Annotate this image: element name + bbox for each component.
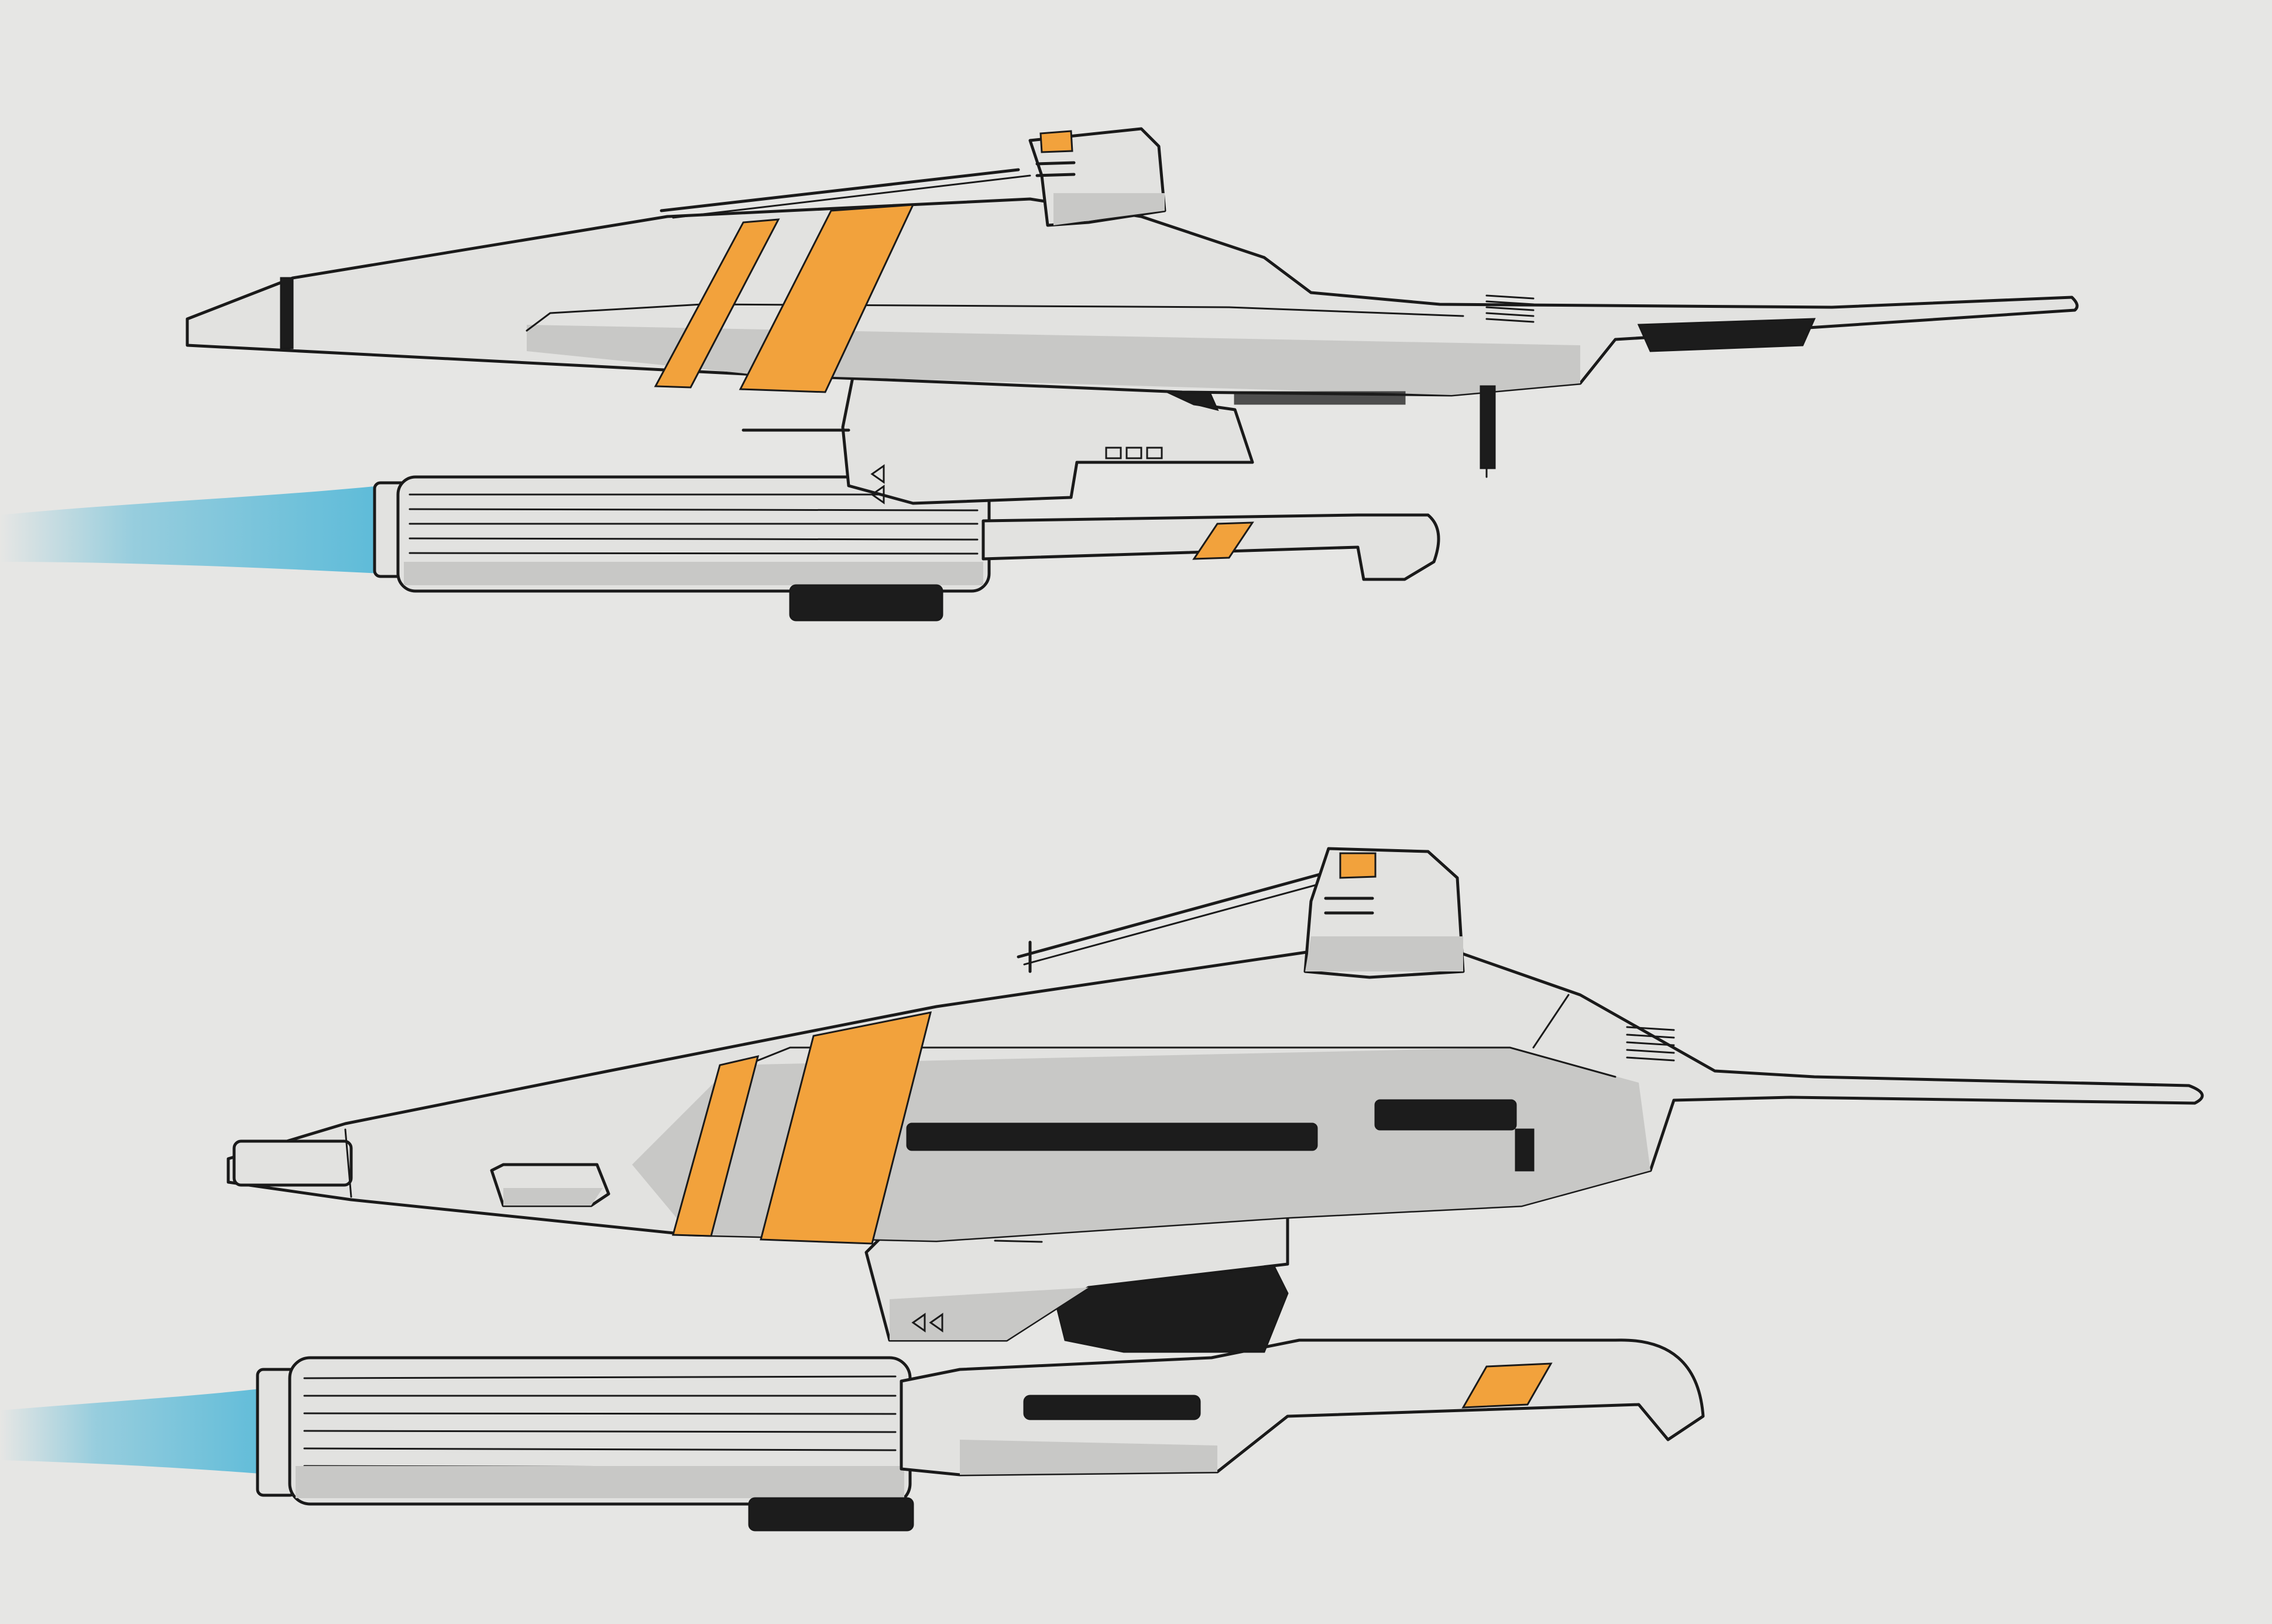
stripe-main-bottom-1 bbox=[672, 1055, 760, 1237]
dorsal-fin-top bbox=[660, 127, 1166, 227]
fuselage-bottom bbox=[226, 946, 2204, 1245]
stripe-cannon-top bbox=[1192, 521, 1254, 560]
fuselage-top bbox=[186, 197, 2079, 478]
stripe-main-bottom-2 bbox=[760, 1011, 932, 1245]
cannon-arm-top bbox=[981, 513, 1440, 581]
starship-bottom bbox=[0, 847, 2204, 1532]
exhaust-plume-top bbox=[0, 486, 380, 574]
engine-pod-bottom bbox=[256, 1356, 914, 1532]
stripe-fin-top bbox=[1039, 130, 1073, 153]
stripe-fin-bottom bbox=[1339, 852, 1377, 879]
stripe-cannon-bottom bbox=[1461, 1362, 1553, 1409]
cannon-arm-bottom bbox=[900, 1338, 1705, 1477]
stripe-main-top-2 bbox=[739, 204, 915, 393]
exhaust-plume-bottom bbox=[0, 1387, 275, 1475]
stripe-main-top-1 bbox=[654, 218, 780, 389]
starship-top bbox=[0, 127, 2079, 622]
dorsal-fin-bottom bbox=[1017, 847, 1465, 979]
